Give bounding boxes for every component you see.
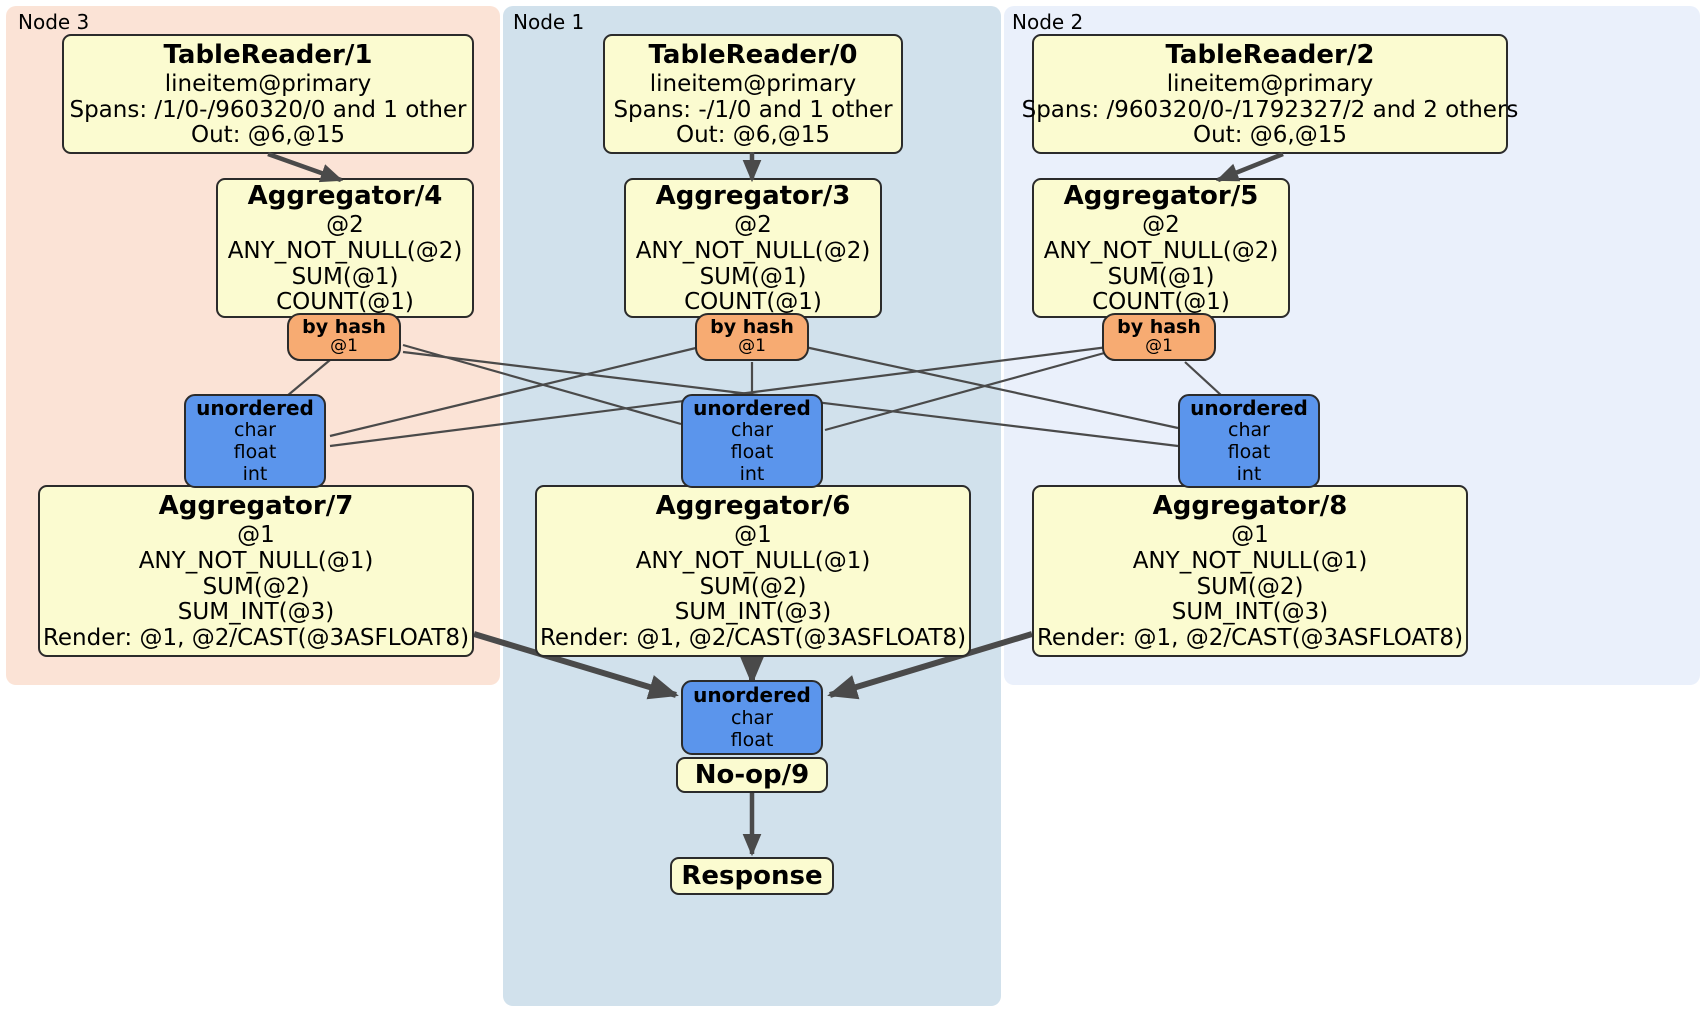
processor-detail: @2 <box>1142 211 1180 238</box>
processor-detail: Out: @6,@15 <box>676 122 830 149</box>
processor-aggregator-3[interactable]: Aggregator/3 @2 ANY_NOT_NULL(@2) SUM(@1)… <box>624 178 882 318</box>
processor-detail: COUNT(@1) <box>276 289 414 316</box>
input-sync-type: float <box>730 728 774 751</box>
processor-detail: SUM_INT(@3) <box>177 599 335 626</box>
router-title: by hash <box>1117 316 1201 339</box>
processor-detail: Spans: -/1/0 and 1 other <box>613 96 893 123</box>
processor-detail: SUM_INT(@3) <box>674 599 832 626</box>
input-sync-type: char <box>1228 419 1270 442</box>
processor-detail: lineitem@primary <box>164 70 372 97</box>
processor-detail: SUM(@1) <box>1107 263 1215 290</box>
input-sync-type: float <box>233 441 277 464</box>
processor-detail: COUNT(@1) <box>1092 289 1230 316</box>
router-title: by hash <box>710 316 794 339</box>
processor-tablereader-0[interactable]: TableReader/0 lineitem@primary Spans: -/… <box>603 34 903 154</box>
cluster-label-node3: Node 3 <box>18 10 90 34</box>
processor-detail: @2 <box>326 211 364 238</box>
processor-title: Aggregator/5 <box>1063 180 1259 211</box>
input-sync-title: unordered <box>196 395 314 420</box>
input-sync-unordered-left[interactable]: unordered char float int <box>184 394 326 488</box>
processor-aggregator-7[interactable]: Aggregator/7 @1 ANY_NOT_NULL(@1) SUM(@2)… <box>38 485 474 657</box>
processor-detail: Out: @6,@15 <box>191 122 345 149</box>
processor-detail: ANY_NOT_NULL(@2) <box>1043 237 1279 264</box>
processor-title: No-op/9 <box>694 760 810 790</box>
processor-aggregator-8[interactable]: Aggregator/8 @1 ANY_NOT_NULL(@1) SUM(@2)… <box>1032 485 1468 657</box>
processor-title: Aggregator/4 <box>247 180 443 211</box>
processor-response[interactable]: Response <box>670 857 834 895</box>
processor-detail: SUM_INT(@3) <box>1171 599 1329 626</box>
processor-title: Aggregator/8 <box>1152 490 1348 521</box>
processor-aggregator-5[interactable]: Aggregator/5 @2 ANY_NOT_NULL(@2) SUM(@1)… <box>1032 178 1290 318</box>
input-sync-title: unordered <box>693 395 811 420</box>
processor-detail: lineitem@primary <box>1166 70 1374 97</box>
router-title: by hash <box>302 316 386 339</box>
processor-tablereader-2[interactable]: TableReader/2 lineitem@primary Spans: /9… <box>1022 34 1518 154</box>
processor-detail: ANY_NOT_NULL(@2) <box>635 237 871 264</box>
processor-detail: @1 <box>1231 521 1269 548</box>
input-sync-unordered-right[interactable]: unordered char float int <box>1178 394 1320 488</box>
processor-detail: ANY_NOT_NULL(@2) <box>227 237 463 264</box>
processor-detail: @1 <box>734 521 772 548</box>
input-sync-unordered-final[interactable]: unordered char float <box>681 680 823 755</box>
processor-detail: @2 <box>734 211 772 238</box>
processor-title: Aggregator/3 <box>655 180 851 211</box>
processor-detail: Spans: /960320/0-/1792327/2 and 2 others <box>1021 96 1519 123</box>
output-router-by-hash-right[interactable]: by hash @1 <box>1102 313 1216 361</box>
router-detail: @1 <box>738 336 766 357</box>
input-sync-type: int <box>739 463 765 486</box>
processor-detail: SUM(@2) <box>1196 573 1304 600</box>
cluster-label-node2: Node 2 <box>1012 10 1084 34</box>
input-sync-title: unordered <box>1190 395 1308 420</box>
processor-detail: Out: @6,@15 <box>1193 122 1347 149</box>
input-sync-type: int <box>1236 463 1262 486</box>
processor-detail: @1 <box>237 521 275 548</box>
processor-tablereader-1[interactable]: TableReader/1 lineitem@primary Spans: /1… <box>62 34 474 154</box>
processor-detail: COUNT(@1) <box>684 289 822 316</box>
processor-title: TableReader/0 <box>648 39 858 70</box>
processor-title: Aggregator/7 <box>158 490 354 521</box>
processor-detail: SUM(@1) <box>699 263 807 290</box>
input-sync-title: unordered <box>693 683 811 708</box>
processor-detail: ANY_NOT_NULL(@1) <box>138 547 374 574</box>
processor-title: TableReader/1 <box>163 39 373 70</box>
processor-aggregator-6[interactable]: Aggregator/6 @1 ANY_NOT_NULL(@1) SUM(@2)… <box>535 485 971 657</box>
processor-detail: ANY_NOT_NULL(@1) <box>635 547 871 574</box>
processor-title: Aggregator/6 <box>655 490 851 521</box>
input-sync-type: float <box>730 441 774 464</box>
input-sync-type: char <box>731 419 773 442</box>
cluster-label-node1: Node 1 <box>513 10 585 34</box>
input-sync-type: float <box>1227 441 1271 464</box>
processor-detail: SUM(@1) <box>291 263 399 290</box>
processor-title: Response <box>681 861 823 891</box>
processor-no-op-9[interactable]: No-op/9 <box>676 757 828 793</box>
router-detail: @1 <box>330 336 358 357</box>
processor-detail: Render: @1, @2/CAST(@3ASFLOAT8) <box>42 625 470 652</box>
input-sync-type: int <box>242 463 268 486</box>
output-router-by-hash-center[interactable]: by hash @1 <box>695 313 809 361</box>
input-sync-unordered-center[interactable]: unordered char float int <box>681 394 823 488</box>
input-sync-type: char <box>731 706 773 729</box>
processor-title: TableReader/2 <box>1165 39 1375 70</box>
processor-detail: SUM(@2) <box>699 573 807 600</box>
processor-detail: SUM(@2) <box>202 573 310 600</box>
processor-aggregator-4[interactable]: Aggregator/4 @2 ANY_NOT_NULL(@2) SUM(@1)… <box>216 178 474 318</box>
processor-detail: Render: @1, @2/CAST(@3ASFLOAT8) <box>1036 625 1464 652</box>
processor-detail: ANY_NOT_NULL(@1) <box>1132 547 1368 574</box>
processor-detail: lineitem@primary <box>649 70 857 97</box>
output-router-by-hash-left[interactable]: by hash @1 <box>287 313 401 361</box>
input-sync-type: char <box>234 419 276 442</box>
processor-detail: Render: @1, @2/CAST(@3ASFLOAT8) <box>539 625 967 652</box>
router-detail: @1 <box>1145 336 1173 357</box>
processor-detail: Spans: /1/0-/960320/0 and 1 other <box>69 96 467 123</box>
